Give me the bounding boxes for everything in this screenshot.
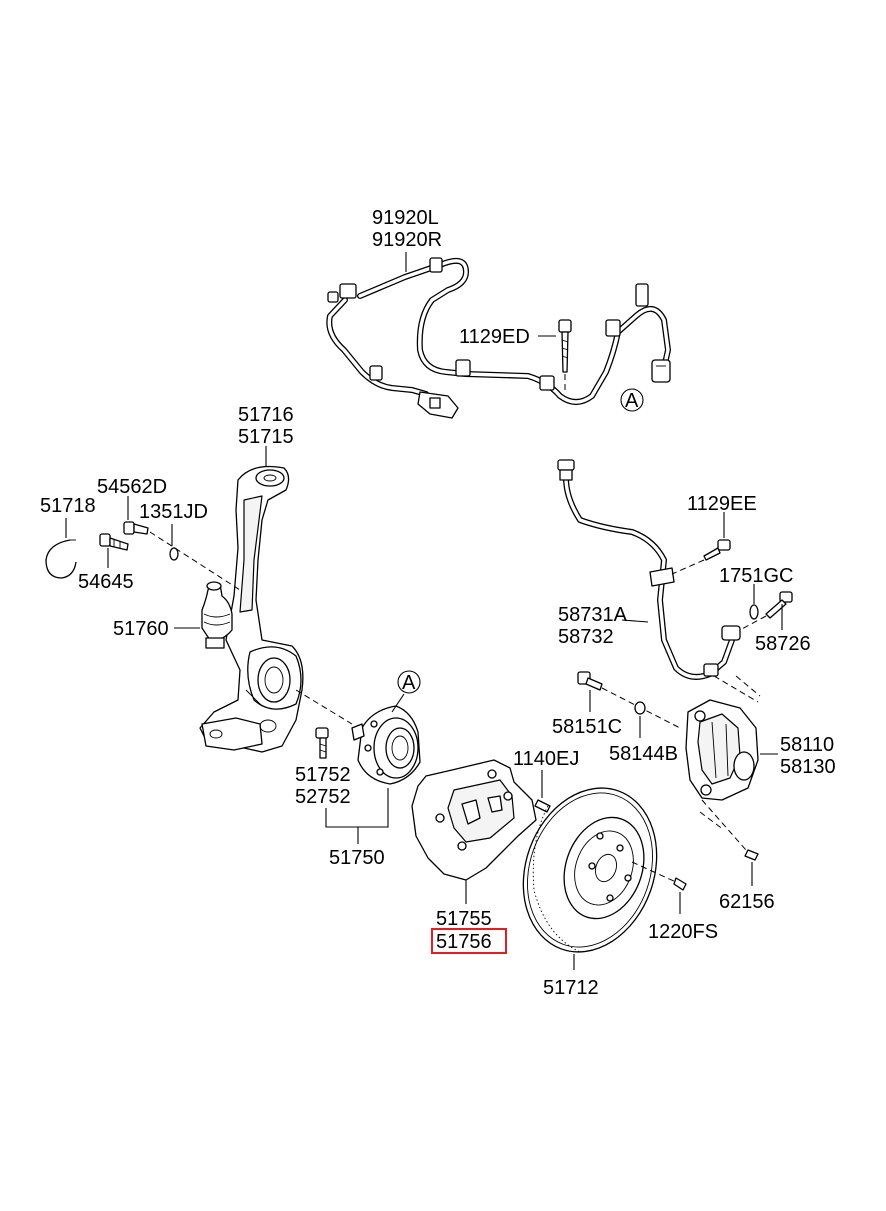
part-label-58110: 58110 bbox=[780, 734, 834, 756]
reference-marker-a-hub-label: A bbox=[402, 672, 416, 694]
bolt-1129EE bbox=[671, 539, 731, 575]
brake-caliper-58110 bbox=[685, 699, 759, 801]
part-label-1751GC: 1751GC bbox=[719, 565, 794, 587]
washer-58144B bbox=[634, 701, 646, 715]
part-label-62156: 62156 bbox=[719, 891, 775, 913]
part-label-51756: 51756 bbox=[436, 931, 492, 953]
part-label-91920L: 91920L bbox=[372, 207, 439, 229]
part-label-51716: 51716 bbox=[238, 404, 294, 426]
part-label-54562D: 54562D bbox=[97, 476, 167, 498]
part-label-51760: 51760 bbox=[113, 618, 169, 640]
part-label-58732: 58732 bbox=[558, 626, 614, 648]
bolt-58726 bbox=[739, 591, 793, 631]
part-label-1140EJ: 1140EJ bbox=[513, 748, 579, 770]
snap-ring-51718 bbox=[45, 539, 77, 579]
part-label-1351JD: 1351JD bbox=[139, 501, 208, 523]
highlighted-part-box bbox=[431, 928, 507, 954]
wheel-speed-sensor-harness bbox=[326, 257, 671, 419]
washer-1751GC bbox=[749, 604, 759, 620]
reference-marker-a-top bbox=[620, 388, 644, 412]
part-label-1129ED: 1129ED bbox=[459, 326, 530, 348]
part-label-1220FS: 1220FS bbox=[648, 921, 718, 943]
part-label-51750: 51750 bbox=[329, 847, 385, 869]
screw-1140EJ bbox=[534, 799, 551, 813]
part-label-58130: 58130 bbox=[780, 756, 836, 778]
nut-1351JD bbox=[169, 547, 179, 561]
part-label-51755: 51755 bbox=[436, 908, 492, 930]
brake-disc-51712 bbox=[522, 787, 658, 953]
steering-knuckle-51715 bbox=[199, 465, 304, 753]
part-label-52752: 52752 bbox=[295, 786, 351, 808]
part-label-1129EE: 1129EE bbox=[687, 493, 757, 515]
hub-bearing-51750 bbox=[351, 705, 421, 785]
hub-bolt-51752 bbox=[315, 727, 329, 759]
part-label-91920R: 91920R bbox=[372, 229, 442, 251]
part-label-58144B: 58144B bbox=[609, 743, 678, 765]
bolt-1129ED bbox=[558, 319, 572, 392]
part-label-51752: 51752 bbox=[295, 764, 351, 786]
part-label-51712: 51712 bbox=[543, 977, 599, 999]
bolt-54562D bbox=[123, 521, 241, 591]
part-label-54645: 54645 bbox=[78, 571, 134, 593]
part-label-58726: 58726 bbox=[755, 633, 811, 655]
part-label-51715: 51715 bbox=[238, 426, 294, 448]
bolt-54645 bbox=[99, 533, 129, 551]
brake-hose-58731A bbox=[557, 459, 759, 703]
reference-marker-a-top-label: A bbox=[625, 390, 639, 412]
reference-marker-a-hub bbox=[397, 670, 421, 694]
bolt-62156 bbox=[701, 799, 759, 861]
part-label-58151C: 58151C bbox=[552, 716, 622, 738]
part-label-51718: 51718 bbox=[40, 495, 96, 517]
part-label-58731A: 58731A bbox=[558, 604, 628, 626]
ball-joint-51760 bbox=[201, 581, 233, 649]
dust-cover-51755 bbox=[411, 759, 537, 881]
screw-1220FS bbox=[631, 861, 687, 891]
